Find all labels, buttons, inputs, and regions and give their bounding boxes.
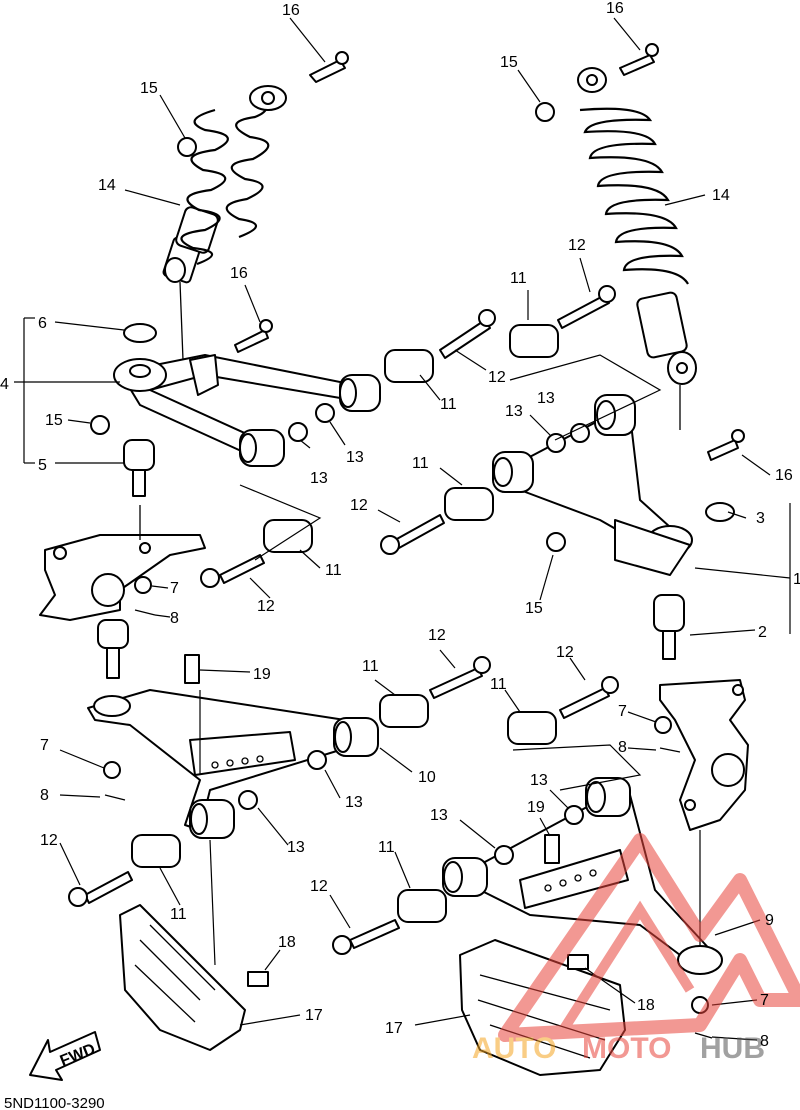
callout-6: 6	[38, 315, 47, 332]
right-arm-guard	[459, 939, 626, 1076]
watermark-auto: AUTO	[472, 1032, 556, 1065]
callout-16: 16	[775, 467, 793, 484]
left-arm-guard	[119, 904, 246, 1051]
callout-19: 19	[253, 666, 271, 683]
ball-joints	[97, 439, 685, 679]
callout-7: 7	[170, 580, 179, 597]
callout-11: 11	[440, 396, 457, 413]
callout-15: 15	[500, 54, 518, 71]
callout-13: 13	[345, 794, 363, 811]
callout-12: 12	[350, 497, 368, 514]
right-shock-absorber	[577, 67, 697, 430]
callout-7: 7	[618, 703, 627, 720]
callout-13: 13	[505, 403, 523, 420]
callout-10: 10	[418, 769, 436, 786]
callout-16: 16	[230, 265, 248, 282]
callout-8: 8	[40, 787, 49, 804]
callout-12: 12	[556, 644, 574, 661]
diagram-code: 5ND1100-3290	[4, 1095, 105, 1110]
callout-16: 16	[282, 2, 300, 19]
callout-5: 5	[38, 457, 47, 474]
lower-left-a-arm	[87, 689, 379, 839]
callout-13: 13	[310, 470, 328, 487]
callout-12: 12	[257, 598, 275, 615]
callout-2: 2	[758, 624, 767, 641]
callout-13: 13	[530, 772, 548, 789]
callout-18: 18	[637, 997, 655, 1014]
callout-13: 13	[287, 839, 305, 856]
callout-12: 12	[568, 237, 586, 254]
callout-9: 9	[765, 912, 774, 929]
callout-11: 11	[412, 455, 429, 472]
callout-11: 11	[490, 676, 507, 693]
callout-12: 12	[428, 627, 446, 644]
watermark-logo: AUTO MOTO HUB	[472, 833, 800, 1065]
callout-18: 18	[278, 934, 296, 951]
right-steering-knuckle	[659, 679, 749, 831]
callout-19: 19	[527, 799, 545, 816]
callout-8: 8	[170, 610, 179, 627]
callout-13: 13	[430, 807, 448, 824]
callout-11: 11	[362, 658, 379, 675]
watermark-moto: MOTO	[582, 1032, 671, 1065]
callout-3: 3	[756, 510, 765, 527]
callout-12: 12	[310, 878, 328, 895]
callout-8: 8	[618, 739, 627, 756]
callout-13: 13	[537, 390, 555, 407]
callout-17: 17	[385, 1020, 403, 1037]
callout-numbers: 16 16 15 15 14 14 16 12 11 6 4 12 13 11 …	[0, 0, 800, 1050]
left-steering-knuckle	[39, 505, 206, 621]
callout-11: 11	[170, 906, 187, 923]
callout-14: 14	[98, 177, 116, 194]
leader-lines	[14, 17, 791, 1041]
callout-15: 15	[45, 412, 63, 429]
callout-11: 11	[325, 562, 342, 579]
fwd-arrow: FWD	[29, 1031, 101, 1081]
callout-12: 12	[488, 369, 506, 386]
callout-11: 11	[378, 839, 395, 856]
callout-16: 16	[606, 0, 624, 17]
callout-7: 7	[760, 992, 769, 1009]
callout-12: 12	[40, 832, 58, 849]
callout-7: 7	[40, 737, 49, 754]
callout-11: 11	[510, 270, 527, 287]
callout-15: 15	[140, 80, 158, 97]
callout-14: 14	[712, 187, 730, 204]
callout-13: 13	[346, 449, 364, 466]
upper-left-a-arm	[113, 354, 381, 467]
callout-15: 15	[525, 600, 543, 617]
left-shock-absorber	[162, 85, 287, 361]
callout-17: 17	[305, 1007, 323, 1024]
watermark-hub: HUB	[700, 1032, 765, 1065]
hardware-parts	[68, 43, 745, 1039]
callout-1: 1	[793, 571, 800, 588]
callout-4: 4	[0, 376, 9, 393]
callout-8: 8	[760, 1033, 769, 1050]
